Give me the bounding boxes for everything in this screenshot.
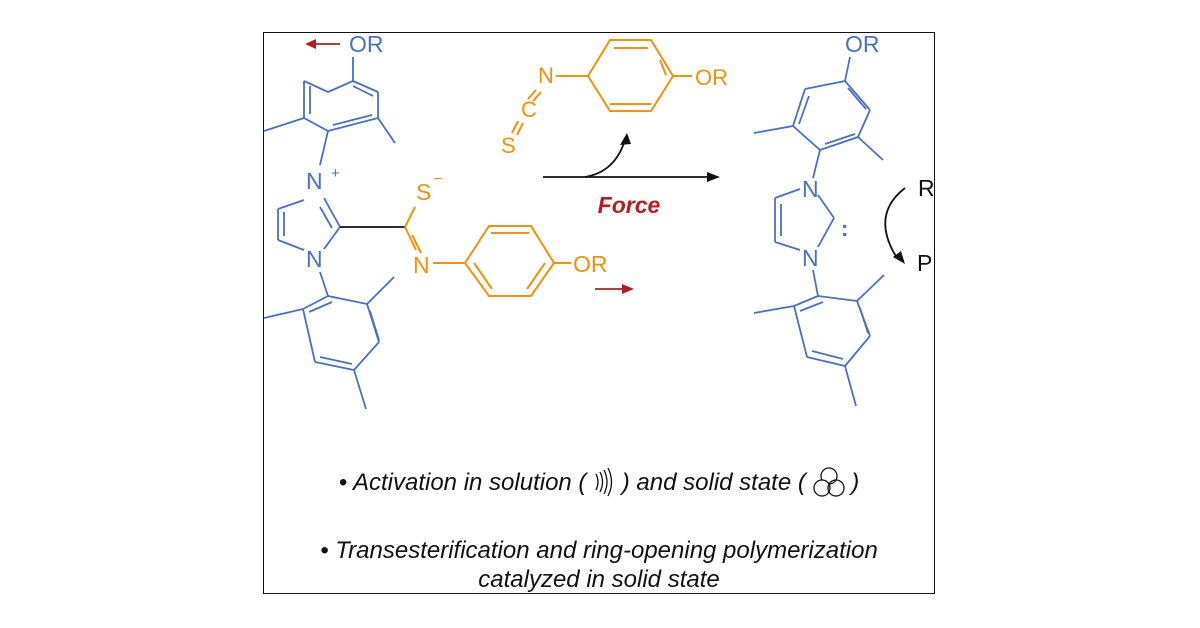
reactant-r-label: R [918,175,935,201]
bullet-transesterification: • Transesterification and ring-opening p… [263,536,935,594]
product-top-aryl: OR [753,31,884,179]
product-top-or-label: OR [845,31,880,57]
activation-text-c: ) [851,469,860,496]
carbene-ring: N N : [774,176,848,271]
pull-arrowhead-right [622,284,634,294]
catalysis-arrow: R P [884,175,935,276]
released-isothiocyanate: N C S OR [501,39,728,158]
product-p-label: P [917,250,932,276]
pull-arrowhead-left [305,39,316,49]
ultrasound-icon [595,467,613,497]
product-n-upper-label: N [802,176,819,202]
product-n-lower-label: N [802,245,819,271]
itc-n-label: N [538,63,554,88]
reaction-arrow [543,133,720,182]
s-minus-label: S [416,179,431,205]
n-plus-label: N [306,168,323,194]
n-lower-label: N [306,246,323,272]
reactant-top-or-label: OR [349,31,384,57]
aryl-or-label: OR [573,251,608,277]
itc-or-label: OR [695,65,728,90]
product-bottom-aryl [753,269,885,407]
plus-charge: + [331,165,340,182]
bullet-marker: • [320,537,329,564]
force-label: Force [598,192,661,218]
bullet-marker: • [338,469,348,496]
itc-s-label: S [501,133,516,158]
transesterification-line1: Transesterification and ring-opening pol… [335,537,878,564]
reactant-bottom-aryl [263,271,395,410]
transesterification-line2: catalyzed in solid state [478,566,720,593]
imidazolium-ring: N + N [277,165,405,272]
reactant-top-aryl: OR [263,31,396,166]
activation-text-a: Activation in solution ( [352,469,587,496]
activation-text-b: ) and solid state ( [621,469,806,496]
itc-c-label: C [521,97,537,122]
carbene-lone-pair: : [841,216,848,241]
figure-frame [263,32,935,594]
thioamide-fragment: S − N OR [404,171,634,297]
ball-mill-icon [812,467,845,497]
minus-charge: − [433,171,442,188]
imine-n-label: N [413,252,430,278]
bullet-activation: • Activation in solution ( ) and solid s… [263,466,935,498]
